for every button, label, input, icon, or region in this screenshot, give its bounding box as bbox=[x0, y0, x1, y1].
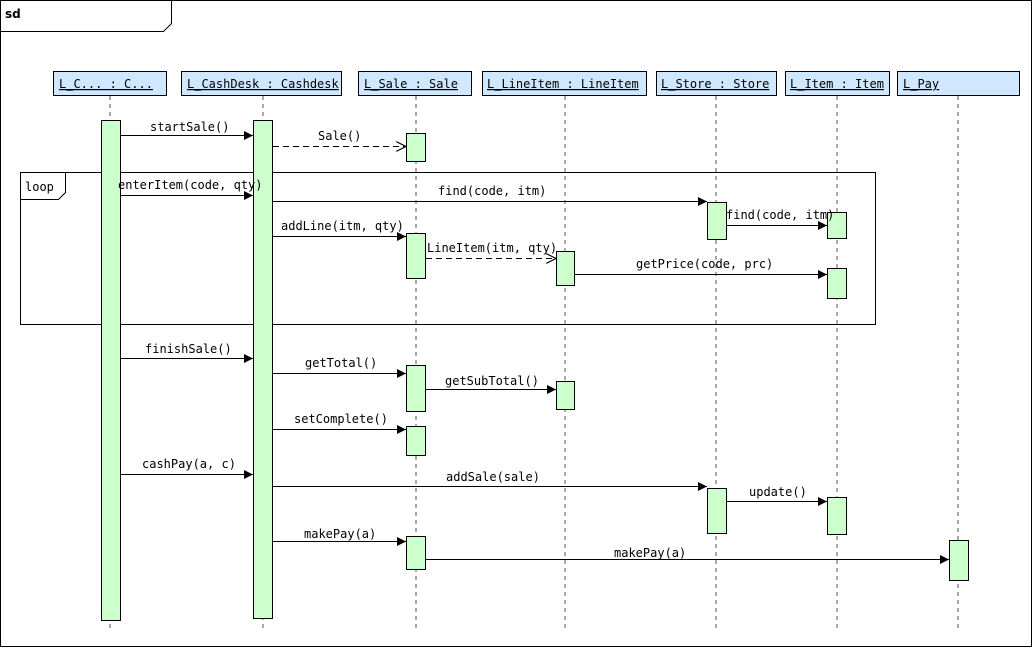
message-makepay-pay[interactable]: makePay(a) bbox=[426, 546, 949, 564]
message-makepay-sale[interactable]: makePay(a) bbox=[273, 527, 406, 546]
message-label: getTotal() bbox=[305, 356, 377, 370]
message-label: update() bbox=[749, 485, 807, 499]
message-getprice[interactable]: getPrice(code, prc) bbox=[575, 257, 827, 279]
loop-fragment bbox=[20, 172, 876, 325]
lifeline-label: L_Pay bbox=[903, 77, 939, 91]
activation-cashdesk bbox=[253, 120, 273, 619]
lifeline-head bbox=[358, 71, 472, 96]
message-label: LineItem(itm, qty) bbox=[427, 241, 557, 255]
lifeline-customer[interactable]: L_C... : C... bbox=[53, 71, 167, 96]
activations bbox=[101, 120, 969, 621]
message-sale-create[interactable]: Sale() bbox=[273, 129, 406, 147]
activation-item bbox=[827, 497, 847, 535]
lifeline-sale[interactable]: L_Sale : Sale bbox=[358, 71, 472, 96]
message-label: addSale(sale) bbox=[446, 470, 540, 484]
message-label: enterItem(code, qty) bbox=[118, 178, 263, 192]
message-gettotal[interactable]: getTotal() bbox=[273, 356, 406, 378]
lifeline-pay[interactable]: L_Pay bbox=[897, 71, 1020, 96]
message-label: finishSale() bbox=[145, 342, 232, 356]
message-getsubtotal[interactable]: getSubTotal() bbox=[426, 374, 556, 394]
lifeline-head bbox=[785, 71, 890, 96]
message-label: getSubTotal() bbox=[445, 374, 539, 388]
lifeline-label: L_Store : Store bbox=[661, 77, 769, 91]
message-lineitem-create[interactable]: LineItem(itm, qty) bbox=[426, 241, 557, 259]
message-label: makePay(a) bbox=[304, 527, 376, 541]
activation-item bbox=[827, 268, 847, 299]
activation-item bbox=[827, 212, 847, 239]
activation-sale bbox=[406, 536, 426, 570]
lifeline-item[interactable]: L_Item : Item bbox=[785, 71, 890, 96]
message-label: makePay(a) bbox=[614, 546, 686, 560]
activation-sale bbox=[406, 133, 426, 162]
message-addsale[interactable]: addSale(sale) bbox=[273, 470, 707, 491]
message-enteritem[interactable]: enterItem(code, qty) bbox=[118, 178, 263, 200]
message-find-store[interactable]: find(code, itm) bbox=[273, 184, 707, 206]
lifeline-head bbox=[53, 71, 167, 96]
message-label: find(code, itm) bbox=[438, 184, 546, 198]
lifeline-label: L_Item : Item bbox=[790, 77, 884, 91]
lifeline-label: L_Sale : Sale bbox=[364, 77, 458, 91]
activation-sale bbox=[406, 365, 426, 412]
message-label: addLine(itm, qty) bbox=[281, 219, 404, 233]
message-finishsale[interactable]: finishSale() bbox=[121, 342, 253, 363]
message-setcomplete[interactable]: setComplete() bbox=[273, 412, 406, 434]
message-label: find(code, itm) bbox=[726, 208, 834, 222]
lifeline-head bbox=[482, 71, 647, 96]
activation-lineitem bbox=[556, 251, 575, 286]
activation-store bbox=[707, 488, 727, 534]
lifeline-label: L_CashDesk : Cashdesk bbox=[187, 77, 339, 91]
lifeline-store[interactable]: L_Store : Store bbox=[656, 71, 777, 96]
loop-tag bbox=[20, 172, 66, 200]
activation-pay bbox=[949, 540, 969, 581]
lifeline-label: L_LineItem : LineItem bbox=[487, 77, 639, 91]
loop-label: loop bbox=[25, 180, 54, 194]
activation-lineitem bbox=[556, 381, 575, 410]
message-label: startSale() bbox=[150, 120, 229, 134]
message-cashpay[interactable]: cashPay(a, c) bbox=[121, 457, 253, 479]
lifeline-head bbox=[181, 71, 342, 96]
message-addline[interactable]: addLine(itm, qty) bbox=[273, 219, 406, 241]
message-label: cashPay(a, c) bbox=[142, 457, 236, 471]
message-find-item[interactable]: find(code, itm) bbox=[726, 208, 834, 230]
lifeline-label: L_C... : C... bbox=[59, 77, 153, 91]
lifeline-head bbox=[656, 71, 777, 96]
lifeline-lineitem[interactable]: L_LineItem : LineItem bbox=[482, 71, 647, 96]
lifeline-cashdesk[interactable]: L_CashDesk : Cashdesk bbox=[181, 71, 342, 96]
lifeline-head bbox=[897, 71, 1020, 96]
message-label: Sale() bbox=[318, 129, 361, 143]
activation-store bbox=[707, 202, 727, 240]
message-label: setComplete() bbox=[294, 412, 388, 426]
message-label: getPrice(code, prc) bbox=[636, 257, 773, 271]
activation-sale bbox=[406, 426, 426, 456]
frame-tag bbox=[0, 0, 172, 32]
message-startsale[interactable]: startSale() bbox=[121, 120, 253, 140]
message-update[interactable]: update() bbox=[727, 485, 827, 506]
frame-label: sd bbox=[5, 7, 21, 21]
activation-customer bbox=[101, 120, 121, 621]
activation-sale bbox=[406, 233, 426, 279]
